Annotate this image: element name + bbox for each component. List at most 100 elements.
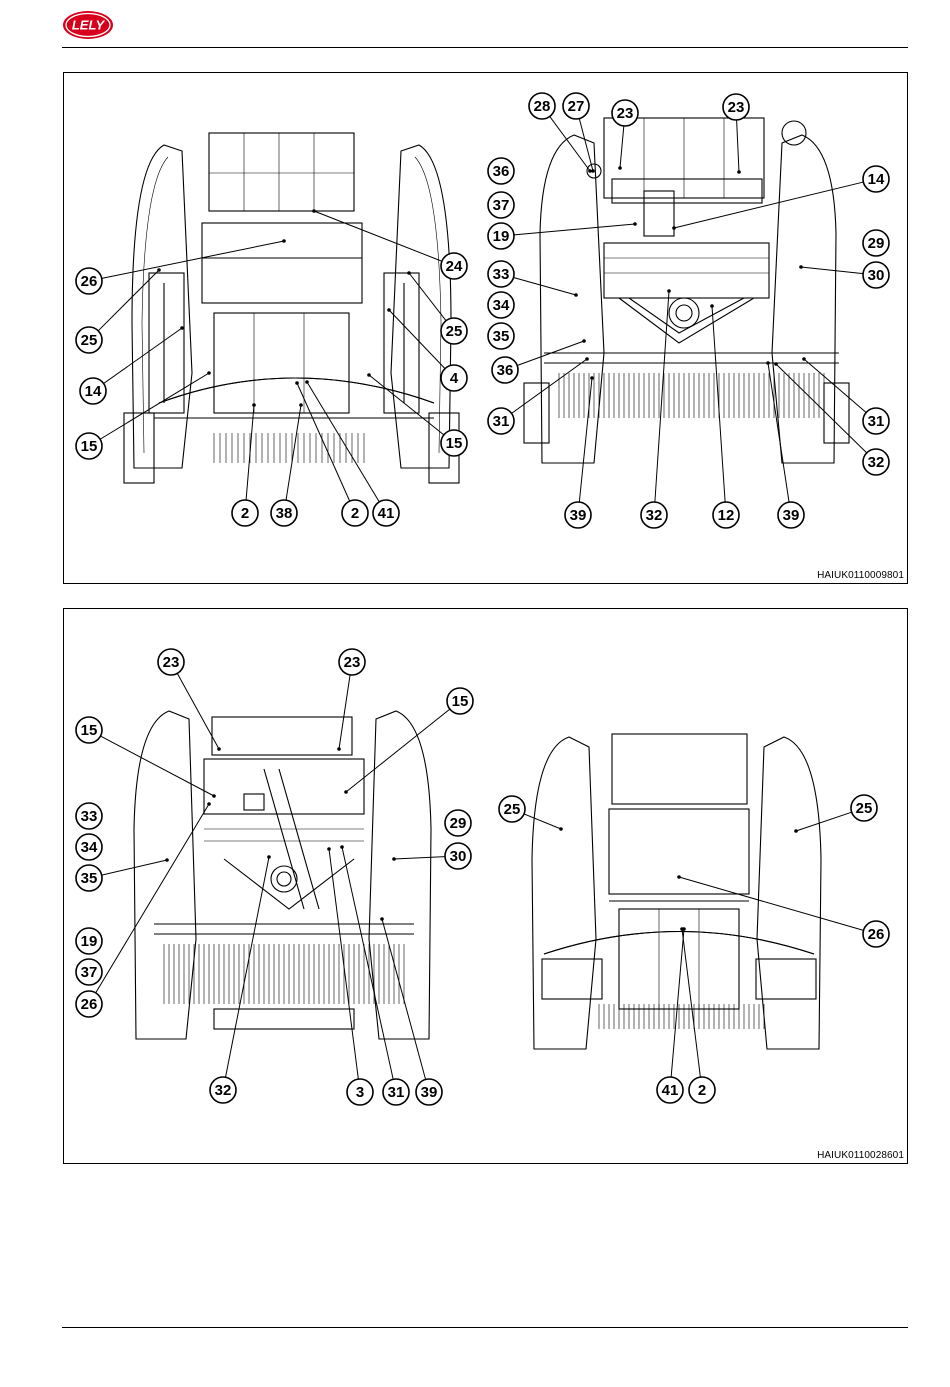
leader-dot: [180, 326, 184, 330]
leader-dot: [217, 747, 221, 751]
callout-number: 26: [868, 926, 885, 943]
callout-number: 34: [81, 839, 98, 856]
leader-dot: [327, 847, 331, 851]
callout-number: 31: [493, 413, 510, 430]
pickup-tines-2: [599, 1004, 764, 1029]
leader-dot: [677, 875, 681, 879]
callout-33: 33: [76, 803, 102, 829]
leader-dot: [282, 239, 286, 243]
callout-2: 2: [689, 1077, 715, 1103]
leader-dot: [559, 827, 563, 831]
callout-39: 39: [778, 502, 804, 528]
callout-number: 3: [356, 1084, 364, 1101]
callout-36: 36: [488, 158, 514, 184]
callout-23: 23: [723, 94, 749, 120]
leader-dot: [407, 271, 411, 275]
callout-number: 2: [241, 505, 249, 522]
leader-dot: [766, 361, 770, 365]
callout-number: 15: [452, 693, 469, 710]
leader-line: [96, 804, 209, 993]
callout-28: 28: [529, 93, 555, 119]
callout-35: 35: [76, 865, 102, 891]
leader-dot: [737, 170, 741, 174]
leader-line: [776, 364, 867, 453]
callout-39: 39: [565, 502, 591, 528]
leader-line: [514, 224, 635, 235]
leader-line: [389, 310, 445, 369]
leader-dot: [207, 802, 211, 806]
callout-number: 35: [493, 328, 510, 345]
leader-dot: [590, 376, 594, 380]
leader-dot: [252, 403, 256, 407]
callout-32: 32: [863, 449, 889, 475]
callout-number: 36: [493, 163, 510, 180]
leader-line: [671, 929, 684, 1077]
callout-number: 23: [617, 105, 634, 122]
panel-top-drawing: 2625141524254152382412827232336371933343…: [64, 73, 909, 585]
leader-line: [679, 877, 864, 930]
callout-number: 32: [868, 454, 885, 471]
callout-number: 31: [388, 1084, 405, 1101]
callout-4: 4: [441, 365, 467, 391]
callout-26: 26: [76, 991, 102, 1017]
leader-line: [342, 847, 393, 1079]
callout-number: 39: [421, 1084, 438, 1101]
leader-dot: [207, 371, 211, 375]
callout-number: 15: [81, 722, 98, 739]
leader-line: [100, 373, 209, 439]
leader-dot: [591, 169, 595, 173]
leader-dot: [582, 339, 586, 343]
callout-37: 37: [488, 192, 514, 218]
leader-dot: [212, 794, 216, 798]
callout-number: 2: [698, 1082, 706, 1099]
callout-25: 25: [851, 795, 877, 821]
leader-dot: [337, 747, 341, 751]
leader-dot: [267, 855, 271, 859]
callout-number: 14: [868, 171, 885, 188]
callout-34: 34: [488, 292, 514, 318]
callout-number: 34: [493, 297, 510, 314]
callout-41: 41: [373, 500, 399, 526]
callout-number: 14: [85, 383, 102, 400]
leader-line: [369, 375, 444, 435]
leader-line: [524, 814, 561, 829]
callout-32: 32: [641, 502, 667, 528]
callout-30: 30: [863, 262, 889, 288]
callout-number: 37: [493, 197, 510, 214]
leader-line: [100, 736, 214, 796]
callout-31: 31: [383, 1079, 409, 1105]
callout-19: 19: [488, 223, 514, 249]
callout-number: 15: [81, 438, 98, 455]
leader-dot: [165, 858, 169, 862]
callout-34: 34: [76, 834, 102, 860]
leader-dot: [387, 308, 391, 312]
panel-bottom-drawing: 2323151533343529301937263233139252526412: [64, 609, 909, 1165]
callout-41: 41: [657, 1077, 683, 1103]
leader-line: [286, 405, 301, 500]
leader-line: [394, 857, 445, 859]
leader-dot: [295, 381, 299, 385]
leader-dot: [344, 790, 348, 794]
callout-39: 39: [416, 1079, 442, 1105]
leader-line: [98, 270, 159, 331]
leader-dot: [618, 166, 622, 170]
callout-number: 25: [504, 801, 521, 818]
callout-number: 27: [568, 98, 585, 115]
callout-19: 19: [76, 928, 102, 954]
callout-number: 29: [868, 235, 885, 252]
figure-code: HAIUK0110028601: [817, 1150, 904, 1161]
leader-dot: [367, 373, 371, 377]
leader-line: [177, 673, 219, 749]
callout-number: 23: [163, 654, 180, 671]
rear-tines-2: [164, 944, 404, 1004]
leader-dot: [380, 917, 384, 921]
leader-line: [682, 929, 700, 1077]
callout-26: 26: [76, 268, 102, 294]
leader-dot: [799, 265, 803, 269]
leader-dot: [312, 209, 316, 213]
callout-25: 25: [441, 318, 467, 344]
callout-number: 25: [446, 323, 463, 340]
callout-15: 15: [447, 688, 473, 714]
